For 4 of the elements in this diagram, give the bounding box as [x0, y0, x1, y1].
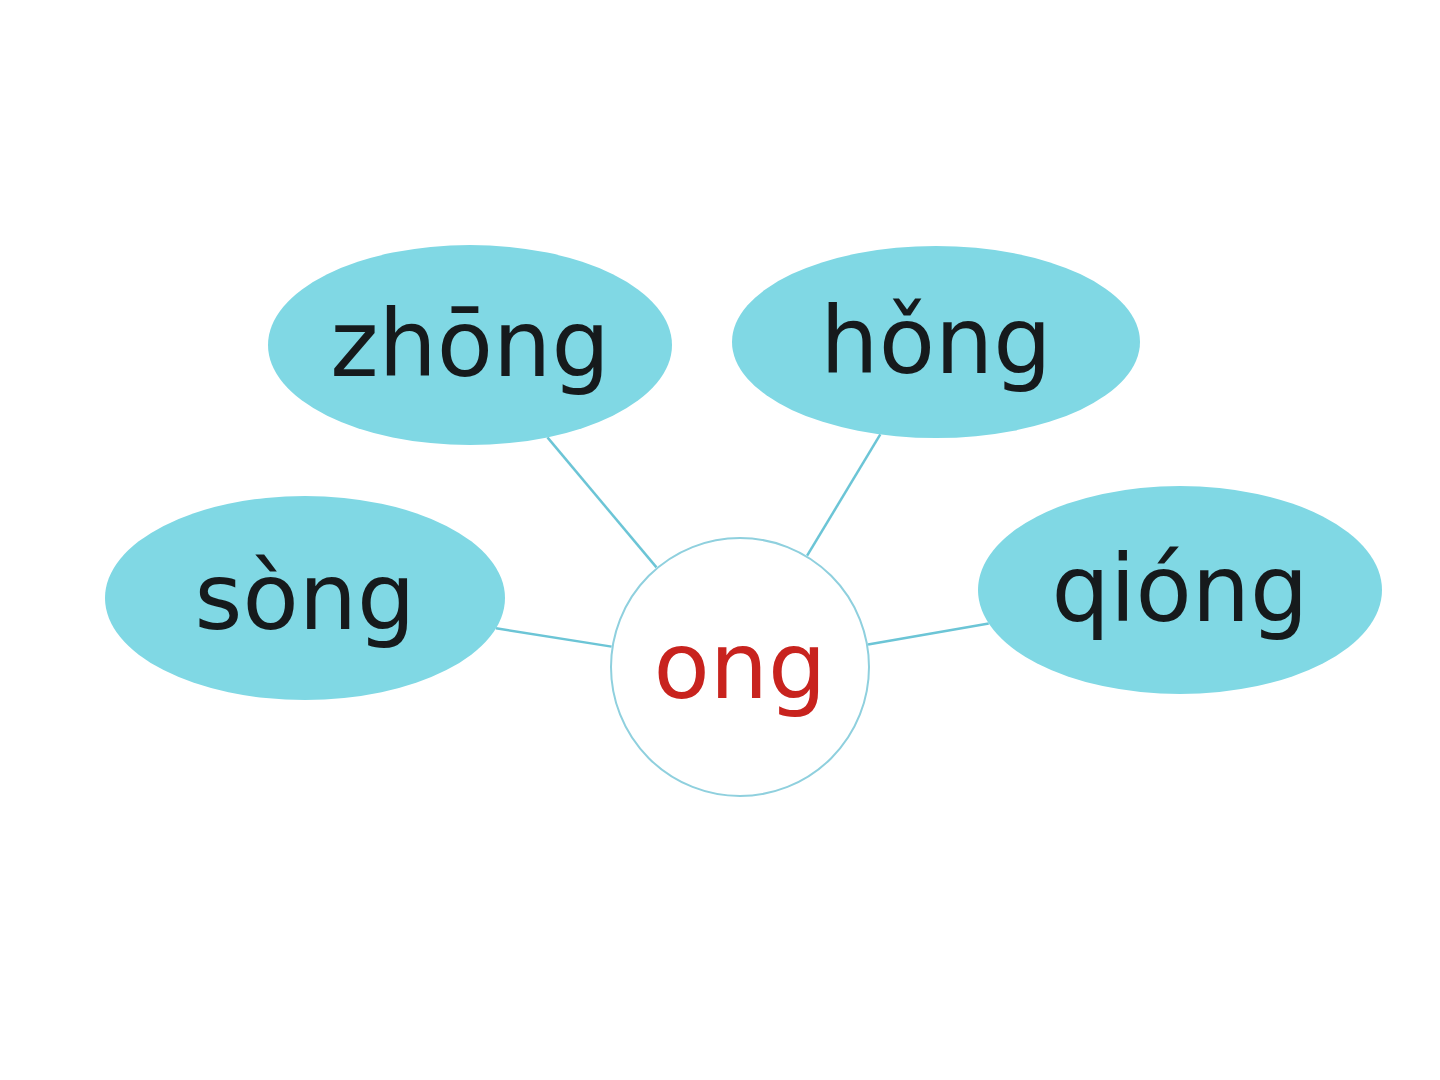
- connector-line: [867, 622, 989, 646]
- connector-line: [495, 627, 612, 648]
- connector-line: [546, 436, 658, 569]
- connector-line: [806, 433, 882, 557]
